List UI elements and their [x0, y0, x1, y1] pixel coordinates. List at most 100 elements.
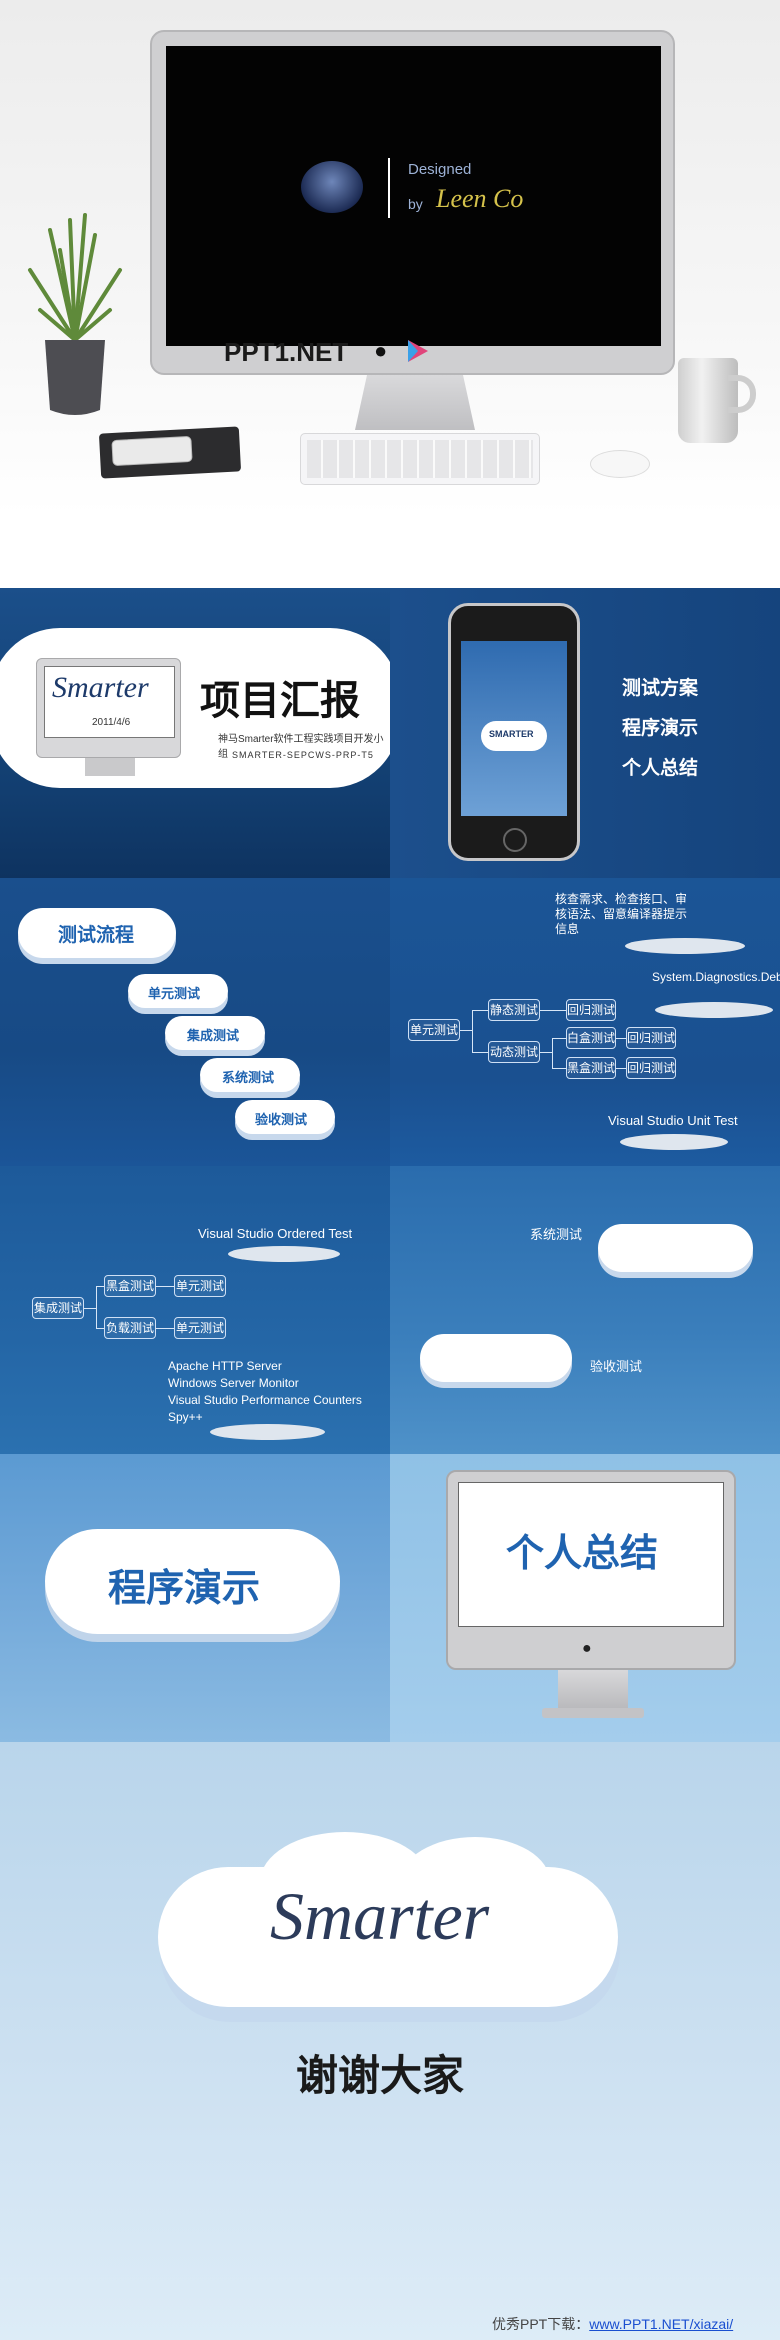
flow-step-cloud-3: [200, 1058, 300, 1092]
int-unit-box-2: 单元测试: [174, 1317, 226, 1339]
title-text: 项目汇报: [200, 679, 360, 723]
footer-prefix: 优秀PPT下载：: [492, 2316, 590, 2332]
slide-system: 系统测试 验收测试: [390, 1166, 780, 1454]
connector: [472, 1010, 473, 1052]
iphone-label: SMARTER: [489, 729, 534, 739]
code-text: SMARTER-SEPCWS-PRP-T5: [232, 750, 374, 760]
flow-step-1: 单元测试: [148, 986, 201, 1001]
monitor: Designed by Leen Co PPT1.NET ●: [150, 30, 675, 375]
regress-box-3: 回归测试: [626, 1057, 676, 1079]
slide-flow: 测试流程 单元测试 集成测试 系统测试 验收测试: [0, 878, 390, 1166]
connector: [616, 1038, 626, 1039]
flow-step-2: 集成测试: [187, 1028, 240, 1043]
monitor-stand: [355, 375, 475, 430]
connector: [552, 1038, 566, 1039]
connector: [96, 1286, 97, 1328]
flow-step-3: 系统测试: [222, 1070, 275, 1085]
connector: [84, 1308, 96, 1309]
slide-agenda: SMARTER 测试方案 程序演示 个人总结: [390, 588, 780, 878]
mouse: [590, 450, 650, 478]
mini-monitor: Smarter 2011/4/6: [36, 658, 181, 758]
slide-integration: Visual Studio Ordered Test 集成测试 黑盒测试 负载测…: [0, 1166, 390, 1454]
connector: [540, 1052, 552, 1053]
static-box: 静态测试: [488, 999, 540, 1021]
system-text: 系统测试: [530, 1227, 583, 1242]
flow-step-cloud-4: [235, 1100, 335, 1134]
connector: [616, 1068, 626, 1069]
tool-1: Apache HTTP Server: [168, 1359, 282, 1373]
footer-link[interactable]: www.PPT1.NET/xiazai/: [589, 2316, 734, 2332]
thanks-text: 谢谢大家: [296, 2052, 465, 2099]
regress-box-2: 回归测试: [626, 1027, 676, 1049]
connector: [552, 1038, 553, 1068]
monitor-screen: Designed by Leen Co: [166, 46, 661, 346]
end-logo: Smarter: [270, 1878, 490, 1954]
summary-title: 个人总结: [506, 1533, 659, 1575]
flow-step-cloud-2: [165, 1016, 265, 1050]
demo-cloud: [45, 1529, 340, 1634]
system-cloud: [598, 1224, 753, 1272]
unit-note: 核查需求、检查接口、审核语法、留意编译器提示信息: [555, 892, 688, 936]
ordered-text: Visual Studio Ordered Test: [198, 1226, 353, 1241]
oval-note: [625, 938, 745, 954]
int-root-box: 集成测试: [32, 1297, 84, 1319]
connector: [96, 1328, 104, 1329]
slide-end: Smarter 谢谢大家 优秀PPT下载：www.PPT1.NET/xiazai…: [0, 1742, 780, 2340]
agenda-item-1: 测试方案: [622, 678, 699, 699]
footer: 优秀PPT下载：www.PPT1.NET/xiazai/: [492, 2314, 733, 2334]
home-button: [503, 828, 527, 852]
plant-icon: [20, 210, 130, 430]
flow-step-cloud-1: [128, 974, 228, 1008]
end-cloud-bump-2: [400, 1837, 550, 1927]
keyboard: [300, 433, 540, 485]
apple-icon: ●: [374, 338, 388, 363]
hero-image: Designed by Leen Co PPT1.NET ●: [0, 0, 780, 515]
black-box: 黑盒测试: [566, 1057, 616, 1079]
tool-4: Spy++: [168, 1410, 203, 1424]
flow-step-4: 验收测试: [255, 1112, 308, 1127]
phone: [111, 435, 193, 467]
tool-3: Visual Studio Performance Counters: [168, 1393, 362, 1407]
oval-api: [655, 1002, 773, 1018]
signature-text: Leen Co: [436, 184, 524, 213]
oval-tool: [620, 1134, 728, 1150]
accept-text: 验收测试: [590, 1359, 643, 1374]
logo-text: Smarter: [52, 671, 149, 704]
agenda-item-3: 个人总结: [622, 758, 699, 779]
oval-tools: [210, 1424, 325, 1440]
connector: [96, 1286, 104, 1287]
iphone-screen: SMARTER: [461, 641, 567, 816]
subtitle-text: 神马Smarter软件工程实践项目开发小组: [218, 734, 384, 760]
mug-handle: [728, 375, 756, 413]
screen-avatar: [301, 161, 363, 213]
connector: [472, 1010, 488, 1011]
slide-title: Smarter 2011/4/6 项目汇报 神马Smarter软件工程实践项目开…: [0, 588, 390, 878]
tool-2: Windows Server Monitor: [168, 1376, 299, 1390]
oval-ordered: [228, 1246, 340, 1262]
connector: [552, 1068, 566, 1069]
brand-text: PPT1.NET: [224, 337, 349, 367]
monitor-chin: PPT1.NET ●: [152, 332, 677, 377]
connector: [460, 1030, 472, 1031]
keys: [307, 440, 533, 478]
slide-unit: 核查需求、检查接口、审核语法、留意编译器提示信息 System.Diagnost…: [390, 878, 780, 1166]
flow-title: 测试流程: [58, 925, 135, 946]
unit-api: System.Diagnostics.Debug.WriteLine: [652, 970, 780, 984]
by-text: by: [408, 196, 423, 212]
int-load-box: 负载测试: [104, 1317, 156, 1339]
slide-demo: 程序演示: [0, 1454, 390, 1742]
summary-stand: [558, 1670, 628, 1710]
regress-box-1: 回归测试: [566, 999, 616, 1021]
apple-icon: ●: [582, 1640, 592, 1657]
connector: [540, 1010, 566, 1011]
white-box: 白盒测试: [566, 1027, 616, 1049]
dynamic-box: 动态测试: [488, 1041, 540, 1063]
accept-cloud: [420, 1334, 572, 1382]
demo-title: 程序演示: [108, 1568, 261, 1610]
summary-monitor: 个人总结 ●: [446, 1470, 736, 1670]
agenda-item-2: 程序演示: [622, 718, 699, 739]
summary-base: [542, 1708, 644, 1718]
screen-divider: [388, 158, 390, 218]
summary-screen: [458, 1482, 724, 1627]
designed-text: Designed: [408, 161, 472, 178]
